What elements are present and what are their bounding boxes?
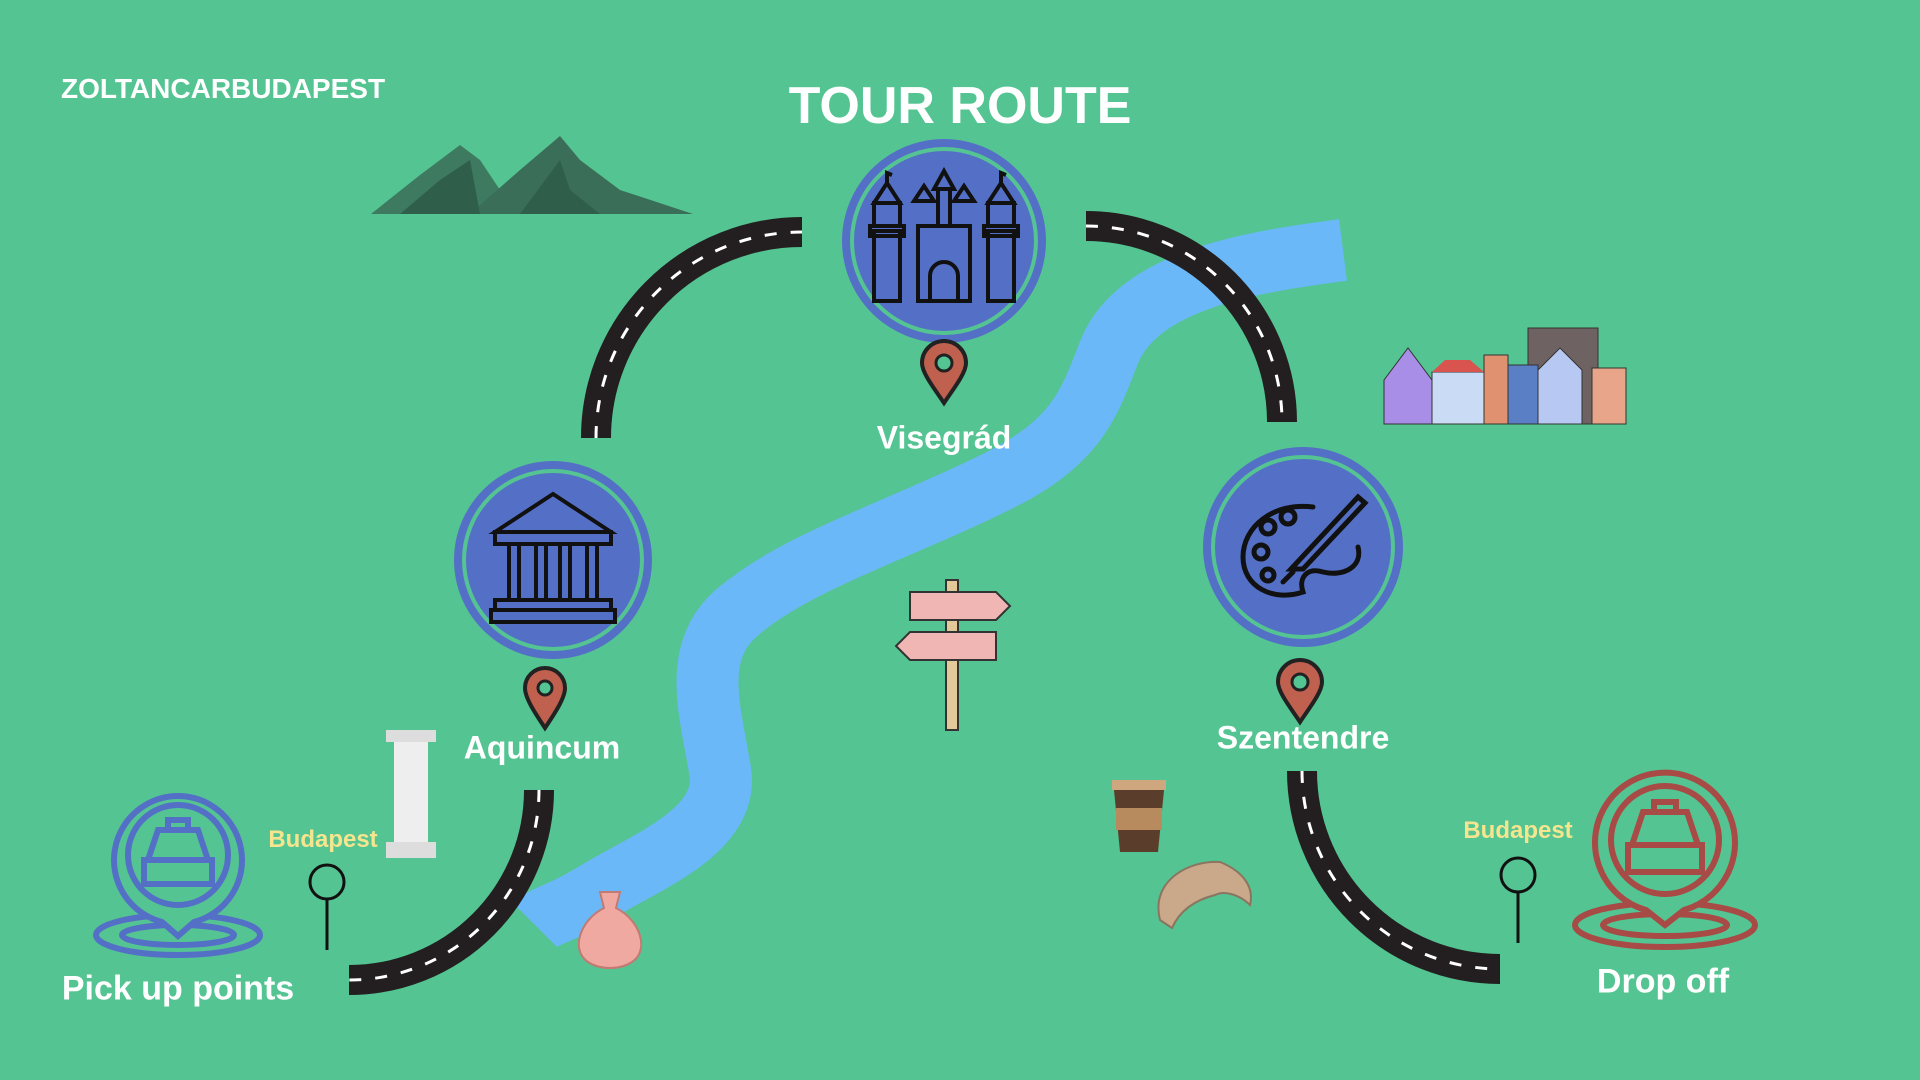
dropoff-taxi-location-icon[interactable] xyxy=(1572,769,1758,950)
roman-column-illustration xyxy=(386,730,436,858)
location-pin-icon xyxy=(1275,658,1325,726)
road-szentendre-dropoff xyxy=(1287,770,1501,984)
stop-circle-visegrad[interactable] xyxy=(842,139,1046,343)
road-segments xyxy=(348,211,1501,995)
croissant-illustration xyxy=(1157,860,1252,930)
pickup-taxi-location-icon[interactable] xyxy=(93,793,263,958)
dropoff-label: Drop off xyxy=(1596,962,1730,1001)
road-aquincum-visegrad xyxy=(581,217,803,439)
stop-circle-aquincum[interactable] xyxy=(454,461,652,659)
roman-temple-icon xyxy=(488,491,618,624)
dropoff-city-label: Budapest xyxy=(1463,817,1573,844)
map-pin-icon xyxy=(308,863,346,950)
stop-label-visegrad: Visegrád xyxy=(876,419,1012,456)
stop-label-szentendre: Szentendre xyxy=(1216,719,1390,756)
castle-icon xyxy=(868,166,1020,303)
brand-name: ZOLTANCARBUDAPEST xyxy=(61,73,386,104)
coffee-cup-illustration xyxy=(1112,780,1166,852)
page-title: TOUR ROUTE xyxy=(788,77,1132,135)
pickup-city-label: Budapest xyxy=(268,826,378,853)
paint-palette-icon xyxy=(1240,493,1369,598)
vase-illustration xyxy=(577,891,643,969)
stop-label-aquincum: Aquincum xyxy=(463,729,621,766)
location-pin-icon xyxy=(522,666,568,732)
road-pickup-aquincum xyxy=(348,789,554,995)
location-pin-icon xyxy=(919,339,969,407)
signpost-illustration xyxy=(894,579,1012,731)
stop-circle-szentendre[interactable] xyxy=(1203,447,1403,647)
pickup-label: Pick up points xyxy=(61,969,295,1008)
town-houses-illustration xyxy=(1383,327,1627,425)
danube-river xyxy=(513,219,1347,949)
mountains-illustration xyxy=(371,136,693,214)
map-pin-icon xyxy=(1499,856,1537,943)
